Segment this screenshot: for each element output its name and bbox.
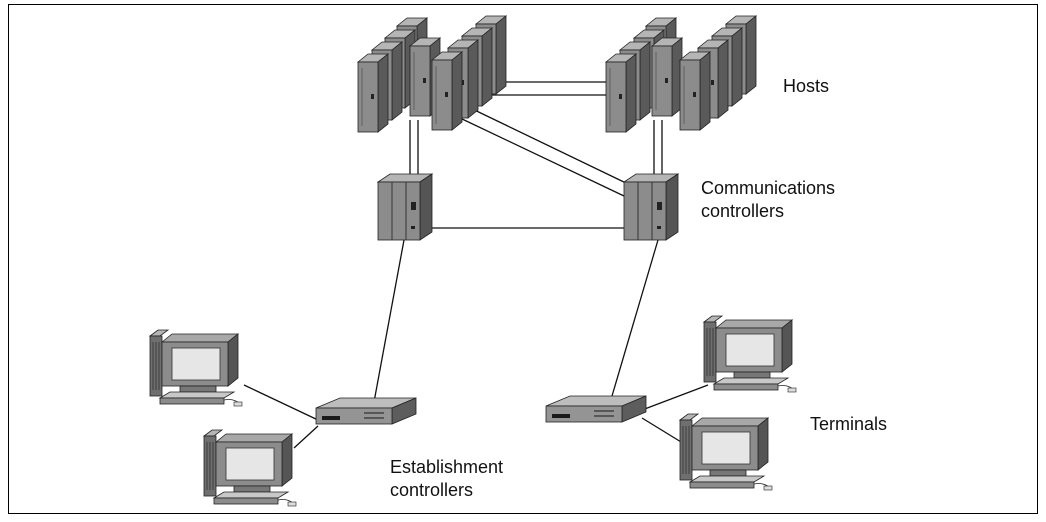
terminals-label: Terminals: [810, 414, 888, 434]
est-controllers-label-line2: controllers: [390, 480, 474, 500]
terminal-right-bottom: [679, 413, 773, 491]
terminal-right-top: [703, 315, 797, 393]
ec-term-l1: [243, 384, 319, 421]
diagram-frame: [8, 4, 1038, 514]
ec-term-r1: [641, 384, 709, 411]
cc-ec-right: [611, 239, 659, 397]
host-cluster-right: [605, 15, 757, 133]
terminal-left-bottom: [203, 429, 297, 507]
ec-term-r2: [641, 417, 687, 446]
host-cc-cross-2: [459, 117, 625, 197]
cc-ec-left: [373, 239, 405, 403]
est-controller-right: [545, 395, 647, 423]
terminal-left-top: [149, 329, 243, 407]
est-controllers-label-line1: Establishment: [390, 457, 504, 477]
comm-controller-right: [623, 173, 679, 241]
comm-controllers-label-line1: Communications: [701, 178, 836, 198]
ec-term-l2: [293, 425, 319, 449]
comm-controller-left: [377, 173, 433, 241]
est-controller-left: [315, 397, 417, 425]
host-cc-cross-1: [461, 103, 629, 185]
comm-controllers-label-line2: controllers: [701, 201, 785, 221]
connection-lines: [243, 81, 709, 449]
hosts-label: Hosts: [783, 76, 830, 96]
